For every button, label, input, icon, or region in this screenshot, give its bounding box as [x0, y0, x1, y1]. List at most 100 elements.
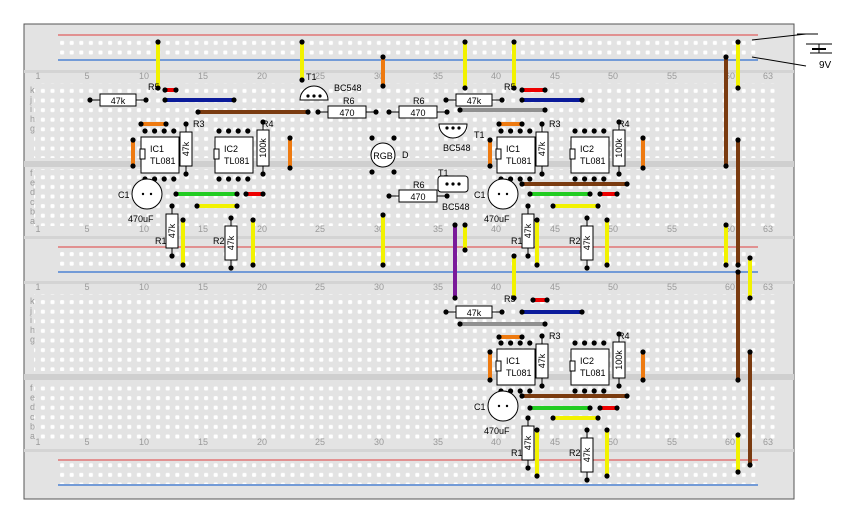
column-number: 55 — [667, 71, 677, 81]
r5-name: R5 — [148, 82, 160, 92]
column-number: 40 — [491, 224, 501, 234]
resistor-r1: 47k — [521, 415, 535, 471]
pin — [539, 383, 545, 389]
wire-end — [723, 54, 729, 60]
wire-end — [604, 217, 610, 223]
resistor-r6: 470 — [386, 105, 450, 119]
orange-jumper — [496, 121, 525, 127]
r4-name: R4 — [618, 119, 630, 129]
wire-end — [595, 203, 601, 209]
wire-end — [380, 83, 386, 89]
wire-end — [130, 137, 136, 143]
resistor-body — [612, 341, 626, 379]
pin — [245, 176, 251, 182]
orange-jumper — [640, 349, 646, 383]
resistor-r4: 100k — [612, 119, 626, 177]
transistor-pin — [312, 94, 316, 98]
resistor-body — [256, 129, 270, 167]
resistor-body — [398, 105, 438, 119]
row-letter: g — [30, 334, 35, 344]
yellow-jumper — [511, 253, 517, 301]
column-number: 10 — [139, 71, 149, 81]
pin — [572, 388, 578, 394]
r1-name: R1 — [511, 236, 523, 246]
pin — [443, 97, 449, 103]
yellow-jumper — [550, 203, 601, 209]
ic-notch — [495, 148, 502, 160]
resistor-body — [455, 93, 493, 107]
resistor-r4: 100k — [612, 331, 626, 389]
pin — [143, 97, 149, 103]
wire-end — [155, 39, 161, 45]
pin — [616, 171, 622, 177]
pin — [584, 477, 590, 483]
capacitor-pin — [505, 192, 509, 196]
wire-end — [735, 269, 741, 275]
wire-end — [519, 121, 525, 127]
column-number: 60 — [725, 282, 735, 292]
battery-symbol — [751, 33, 832, 67]
column-number: 15 — [198, 282, 208, 292]
wire-end — [542, 107, 548, 113]
wire-end — [305, 109, 311, 115]
resistor-value: 47k — [582, 235, 592, 250]
resistor-r5: 47k — [87, 93, 149, 107]
transistor-pin — [318, 94, 322, 98]
wire-end — [534, 427, 540, 433]
pin — [601, 388, 607, 394]
brown-jumper — [195, 109, 311, 115]
brown-jumper — [735, 269, 741, 383]
pin — [616, 119, 622, 125]
column-number: 25 — [315, 224, 325, 234]
wire-end — [527, 191, 533, 197]
ic-body — [140, 136, 180, 174]
wire-end — [735, 39, 741, 45]
c1-value: 470uF — [484, 214, 510, 224]
resistor-value: 47k — [226, 235, 236, 250]
resistor-body — [535, 131, 549, 167]
transistor-pin — [457, 126, 461, 130]
column-number: 35 — [433, 282, 443, 292]
wire-end — [462, 85, 468, 91]
yellow-jumper — [735, 39, 741, 91]
column-number: 25 — [315, 282, 325, 292]
column-number: 30 — [374, 71, 384, 81]
resistor-r3: 47k — [179, 121, 193, 177]
orange-jumper — [380, 54, 386, 89]
red-jumper — [530, 297, 550, 303]
yellow-jumper — [194, 203, 240, 209]
column-number: 10 — [139, 224, 149, 234]
pin — [171, 176, 177, 182]
capacitor-pin — [141, 192, 145, 196]
column-number: 15 — [198, 437, 208, 447]
resistor-body — [612, 129, 626, 167]
wire-end — [544, 297, 550, 303]
column-number: 45 — [550, 437, 560, 447]
wire-end — [723, 262, 729, 268]
resistor-value: 47k — [582, 447, 592, 462]
row-letter: a — [30, 216, 35, 226]
resistor-r2: 47k — [580, 427, 594, 483]
wire-end — [604, 427, 610, 433]
ic-notch — [495, 360, 502, 372]
pin — [226, 176, 232, 182]
wire-end — [542, 321, 548, 327]
wire-end — [234, 191, 240, 197]
t1-part: BC548 — [443, 143, 471, 153]
resistor-body — [535, 343, 549, 379]
wire-end — [452, 295, 458, 301]
pin — [183, 171, 189, 177]
row-letter: c — [30, 412, 35, 422]
wire-end — [487, 163, 493, 169]
pin — [582, 388, 588, 394]
wire-end — [380, 54, 386, 60]
ic-part: TL081 — [506, 156, 532, 166]
column-number: 25 — [315, 437, 325, 447]
column-number: 50 — [608, 437, 618, 447]
capacitor-c1 — [131, 178, 163, 210]
wire-end — [614, 405, 620, 411]
brown-jumper — [519, 393, 630, 399]
